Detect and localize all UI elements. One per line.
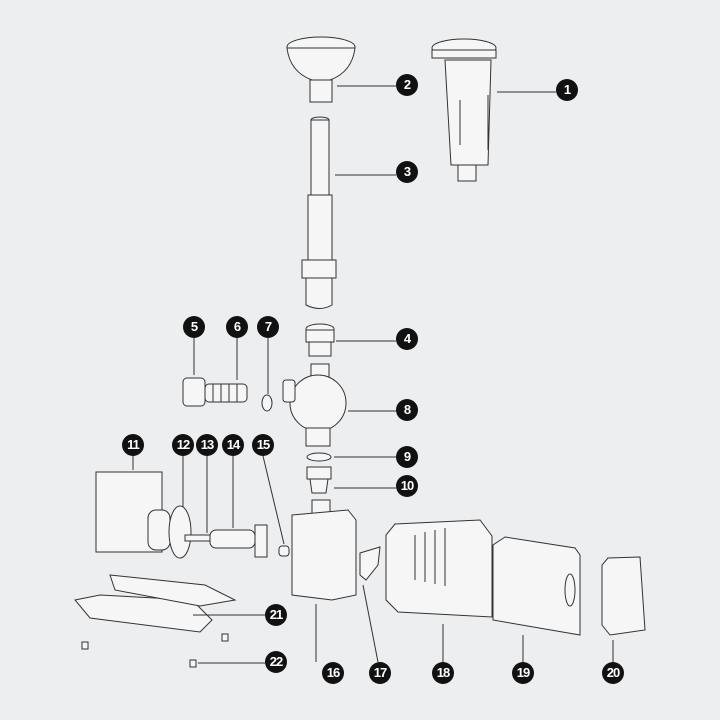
part-19-sponge <box>492 536 581 636</box>
part-9-o-ring <box>306 452 332 462</box>
part-20-end-grille <box>601 556 646 636</box>
part-11-motor-housing <box>95 471 171 553</box>
callout-badge-22: 22 <box>265 651 287 673</box>
callout-badge-18: 18 <box>432 662 454 684</box>
part-6-hose-connector <box>204 383 248 403</box>
callout-badge-3: 3 <box>396 161 418 183</box>
callout-badge-6: 6 <box>226 316 248 338</box>
part-13-shaft <box>184 534 214 542</box>
part-7-o-ring <box>261 394 273 412</box>
callout-badge-7: 7 <box>257 316 279 338</box>
callout-badge-15: 15 <box>252 434 274 456</box>
part-21-suction-base <box>74 574 237 633</box>
callout-badge-10: 10 <box>396 475 418 497</box>
callout-badge-21: 21 <box>265 604 287 626</box>
callout-badge-5: 5 <box>183 316 205 338</box>
callout-badge-12: 12 <box>172 434 194 456</box>
callout-badge-8: 8 <box>396 399 418 421</box>
callout-badge-16: 16 <box>322 662 344 684</box>
part-15-bushing <box>278 545 290 557</box>
leader-lines <box>132 85 614 664</box>
part-17-clip <box>359 546 381 581</box>
part-22-suction-cups <box>81 633 229 668</box>
part-12-gasket <box>168 505 192 559</box>
callout-badge-2: 2 <box>396 74 418 96</box>
part-1-nozzle-cap <box>431 38 497 182</box>
callout-badge-1: 1 <box>556 79 578 101</box>
part-18-filter-housing <box>385 519 493 618</box>
callout-badge-9: 9 <box>396 446 418 468</box>
callout-badge-17: 17 <box>369 662 391 684</box>
callout-badge-19: 19 <box>512 662 534 684</box>
callout-badge-20: 20 <box>602 662 624 684</box>
part-14-impeller <box>209 524 268 558</box>
callout-badge-11: 11 <box>122 434 144 456</box>
part-4-adapter <box>305 323 335 357</box>
callout-badge-13: 13 <box>196 434 218 456</box>
part-3-extension-tube <box>301 116 337 309</box>
callout-badge-4: 4 <box>396 328 418 350</box>
part-2-spray-head <box>286 36 356 103</box>
part-16-pump-body <box>291 499 357 601</box>
part-8-flow-valve <box>282 363 347 447</box>
part-5-cap-nut <box>182 377 206 407</box>
part-10-coupler <box>306 466 332 494</box>
callout-badge-14: 14 <box>222 434 244 456</box>
